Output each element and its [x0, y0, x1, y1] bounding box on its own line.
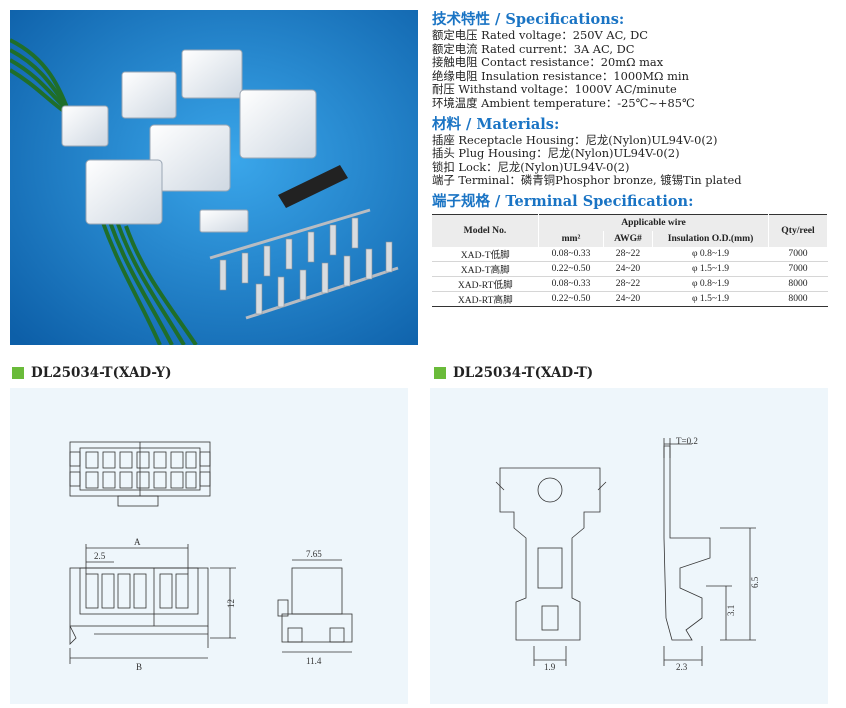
cell-od: φ 0.8~1.9	[652, 246, 769, 262]
table-row: XAD-RT低脚 0.08~0.33 28~22 φ 0.8~1.9 8000	[432, 276, 828, 292]
terminal-side-view	[663, 438, 756, 666]
housing-front-view	[69, 544, 236, 664]
cell-mm2: 0.22~0.50	[538, 261, 604, 277]
material-line-terminal: 端子 Terminal：磷青铜Phosphor bronze, 镀锡Tin pl…	[432, 173, 742, 188]
cell-qty: 8000	[768, 291, 828, 307]
specifications-list: 额定电压 Rated voltage：250V AC, DC 额定电流 Rate…	[432, 28, 838, 111]
housing-drawing: A 2.5 B 12 7.65 11.4	[69, 441, 353, 672]
drawing-right-title-text: DL25034-T(XAD-T)	[453, 365, 594, 381]
cell-qty: 7000	[768, 261, 828, 277]
material-line-lock: 锁扣 Lock：尼龙(Nylon)UL94V-0(2)	[432, 159, 630, 174]
spec-line-current: 额定电流 Rated current：3A AC, DC	[432, 41, 635, 56]
product-photo	[10, 10, 418, 345]
dim-height: 12	[226, 599, 236, 608]
drawing-left-title-text: DL25034-T(XAD-Y)	[31, 365, 172, 381]
dim-side-top: 7.65	[306, 549, 322, 559]
drawing-left-title: DL25034-T(XAD-Y)	[12, 365, 172, 381]
cell-awg: 28~22	[603, 246, 653, 262]
col-model: Model No.	[432, 213, 539, 247]
col-od: Insulation O.D.(mm)	[652, 230, 769, 247]
dim-thickness: T=0.2	[676, 436, 698, 446]
spec-line-temperature: 环境温度 Ambient temperature：-25℃~+85℃	[432, 95, 695, 110]
cell-od: φ 1.5~1.9	[652, 261, 769, 277]
table-row: XAD-T高脚 0.22~0.50 24~20 φ 1.5~1.9 7000	[432, 261, 828, 277]
specifications-panel: 技术特性 / Specifications: 额定电压 Rated voltag…	[432, 10, 838, 307]
cell-model: XAD-T低脚	[432, 246, 539, 262]
housing-side-view	[277, 559, 353, 653]
material-line-receptacle: 插座 Receptacle Housing：尼龙(Nylon)UL94V-0(2…	[432, 132, 718, 147]
cell-od: φ 0.8~1.9	[652, 276, 769, 292]
dim-low-height: 3.1	[726, 605, 736, 616]
terminal-spec-table: Model No. Applicable wire Qty/reel mm² A…	[432, 213, 828, 307]
specifications-heading: 技术特性 / Specifications:	[432, 11, 625, 28]
table-row: XAD-T低脚 0.08~0.33 28~22 φ 0.8~1.9 7000	[432, 246, 828, 262]
materials-heading: 材料 / Materials:	[432, 115, 560, 133]
drawing-left-panel: A 2.5 B 12 7.65 11.4	[10, 388, 408, 704]
dim-a: A	[134, 537, 141, 547]
col-applicable-wire: Applicable wire	[538, 213, 769, 231]
terminal-drawing: T=0.2 1.9 6.5 3.1 2.3	[495, 436, 760, 672]
green-square-icon	[12, 367, 24, 379]
connector-photo-image	[10, 10, 418, 345]
cell-mm2: 0.08~0.33	[538, 246, 604, 262]
spec-line-contact-resistance: 接触电阻 Contact resistance：20mΩ max	[432, 55, 664, 70]
cell-awg: 24~20	[603, 291, 653, 307]
spec-line-insulation-resistance: 绝缘电阻 Insulation resistance：1000MΩ min	[432, 68, 689, 83]
cell-qty: 8000	[768, 276, 828, 292]
table-row: XAD-RT高脚 0.22~0.50 24~20 φ 1.5~1.9 8000	[432, 291, 828, 307]
col-qty: Qty/reel	[768, 213, 828, 247]
spec-line-withstand-voltage: 耐压 Withstand voltage：1000V AC/minute	[432, 82, 677, 97]
cell-mm2: 0.22~0.50	[538, 291, 604, 307]
cell-mm2: 0.08~0.33	[538, 276, 604, 292]
dim-side-width: 2.3	[676, 662, 688, 672]
cell-qty: 7000	[768, 246, 828, 262]
cell-awg: 28~22	[603, 276, 653, 292]
dim-b: B	[136, 662, 142, 672]
housing-top-view	[69, 441, 211, 507]
cell-model: XAD-RT低脚	[432, 276, 539, 292]
cell-od: φ 1.5~1.9	[652, 291, 769, 307]
material-line-plug: 插头 Plug Housing：尼龙(Nylon)UL94V-0(2)	[432, 146, 680, 161]
col-awg: AWG#	[603, 230, 653, 247]
drawing-right-title: DL25034-T(XAD-T)	[434, 365, 593, 381]
green-square-icon	[434, 367, 446, 379]
col-mm2: mm²	[538, 230, 604, 247]
dim-pitch: 2.5	[94, 551, 106, 561]
cell-model: XAD-T高脚	[432, 261, 539, 277]
drawing-right-panel: T=0.2 1.9 6.5 3.1 2.3	[430, 388, 828, 704]
materials-list: 插座 Receptacle Housing：尼龙(Nylon)UL94V-0(2…	[432, 132, 838, 188]
cell-awg: 24~20	[603, 261, 653, 277]
cell-model: XAD-RT高脚	[432, 291, 539, 307]
terminal-front-view	[495, 467, 607, 666]
dim-side-bottom: 11.4	[306, 656, 322, 666]
terminal-spec-heading: 端子规格 / Terminal Specification:	[432, 192, 694, 210]
dim-width: 1.9	[544, 662, 556, 672]
spec-line-voltage: 额定电压 Rated voltage：250V AC, DC	[432, 28, 648, 42]
dim-total-height: 6.5	[750, 576, 760, 588]
